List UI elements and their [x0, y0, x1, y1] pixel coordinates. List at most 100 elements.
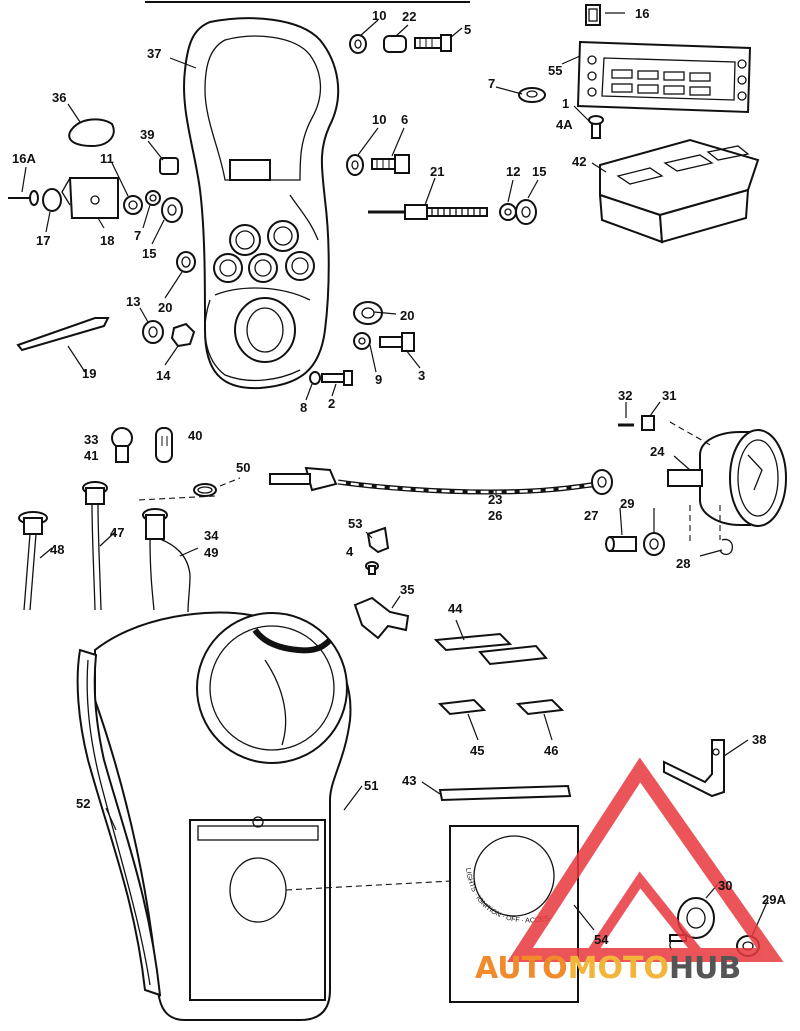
callout-35: 35: [400, 582, 414, 597]
washer-part-7-mid: [145, 190, 161, 206]
washer-part-8: [309, 371, 321, 385]
lens-part-44: [433, 632, 548, 666]
callout-20-right: 20: [400, 308, 414, 323]
nut-part-13: [142, 320, 164, 344]
callout-54: 54: [594, 932, 609, 947]
bracket-part-18: [61, 177, 119, 219]
callout-49: 49: [204, 545, 218, 560]
grommet-part-7-top: [518, 87, 546, 103]
callout-41: 41: [84, 448, 98, 463]
callout-9: 9: [375, 372, 382, 387]
clip-part-28: [719, 538, 734, 556]
callout-17: 17: [36, 233, 50, 248]
trim-strip-part-52: [76, 648, 162, 997]
callout-52: 52: [76, 796, 90, 811]
bracket-part-38: [663, 739, 725, 798]
socket-part-47: [82, 481, 108, 611]
watermark-auto: AUTO: [475, 951, 568, 986]
callout-16A: 16A: [12, 151, 36, 166]
bracket-part-53: [366, 526, 390, 554]
screw-part-4: [365, 561, 379, 575]
nut-part-15-right: [515, 199, 537, 225]
nut-part-29: [643, 532, 665, 556]
callout-26: 26: [488, 508, 502, 523]
callout-21: 21: [430, 164, 444, 179]
callout-10-mid: 10: [372, 112, 386, 127]
nut-part-20-left: [176, 251, 196, 273]
washer-part-10-top: [349, 34, 367, 54]
socket-part-34: [142, 508, 191, 613]
callout-44: 44: [448, 601, 463, 616]
lamp-part-17: [42, 188, 62, 212]
callout-47: 47: [110, 525, 124, 540]
stud-part-21: [368, 204, 488, 220]
bar-part-43: [438, 784, 572, 802]
switch-part-35: [353, 596, 410, 640]
grommet-part-20-right: [353, 301, 383, 325]
callout-32: 32: [618, 388, 632, 403]
automotohub-logo-icon: [507, 757, 784, 962]
callout-30: 30: [718, 878, 732, 893]
nut-part-14: [170, 322, 196, 348]
callout-42: 42: [572, 154, 586, 169]
callout-33: 33: [84, 432, 98, 447]
callout-22: 22: [402, 9, 416, 24]
callout-40: 40: [188, 428, 202, 443]
callout-51: 51: [364, 778, 378, 793]
callout-36: 36: [52, 90, 66, 105]
spacer-part-22: [383, 35, 407, 53]
washer-part-9: [353, 332, 371, 350]
watermark-moto: MOTO: [568, 951, 669, 986]
callout-2: 2: [328, 396, 335, 411]
callout-38: 38: [752, 732, 766, 747]
callout-4: 4: [346, 544, 354, 559]
callout-15-left: 15: [142, 246, 156, 261]
speedometer-cable-part-23: [269, 466, 613, 495]
callout-13: 13: [126, 294, 140, 309]
adapter-part-27: [605, 536, 637, 552]
lens-part-46: [515, 698, 565, 716]
instrument-base-panel: [183, 17, 340, 390]
clip-part-16: [585, 4, 601, 26]
callout-29A: 29A: [762, 892, 786, 907]
callout-45: 45: [470, 743, 484, 758]
decal-part-54: [449, 825, 579, 1003]
callout-16: 16: [635, 6, 649, 21]
callout-48: 48: [50, 542, 64, 557]
watermark-hub: HUB: [669, 951, 741, 986]
callout-14: 14: [156, 368, 171, 383]
callout-46: 46: [544, 743, 558, 758]
callout-20-left: 20: [158, 300, 172, 315]
callout-24: 24: [650, 444, 665, 459]
washer-part-10-mid: [346, 154, 364, 176]
nut-part-15-left: [161, 197, 183, 223]
callout-50: 50: [236, 460, 250, 475]
callout-27: 27: [584, 508, 598, 523]
washer-part-12: [499, 203, 517, 221]
knob-part-36: [68, 118, 115, 148]
bulb-part-40: [155, 427, 173, 463]
callout-39: 39: [140, 127, 154, 142]
callout-31: 31: [662, 388, 676, 403]
ring-part-50: [193, 483, 217, 497]
callout-7-top: 7: [488, 76, 495, 91]
callout-4A: 4A: [556, 117, 573, 132]
bolt-part-6: [371, 154, 410, 174]
bolt-part-5: [414, 34, 452, 52]
callout-55: 55: [548, 63, 562, 78]
callout-6: 6: [401, 112, 408, 127]
socket-part-48: [18, 511, 48, 611]
callout-3: 3: [418, 368, 425, 383]
gauge-part-24: [667, 429, 787, 527]
screw-part-2: [321, 370, 353, 386]
watermark-text: AUTOMOTOHUB: [475, 951, 741, 986]
callout-28: 28: [676, 556, 690, 571]
leader-lines: [21, 12, 769, 937]
callout-34: 34: [204, 528, 219, 543]
callout-37: 37: [147, 46, 161, 61]
callout-labels: 16 10 22 5 37 55 7 36 1 4A 39 10 6 42 16…: [12, 6, 786, 947]
callout-18: 18: [100, 233, 114, 248]
lockwasher-part-11: [123, 195, 143, 215]
